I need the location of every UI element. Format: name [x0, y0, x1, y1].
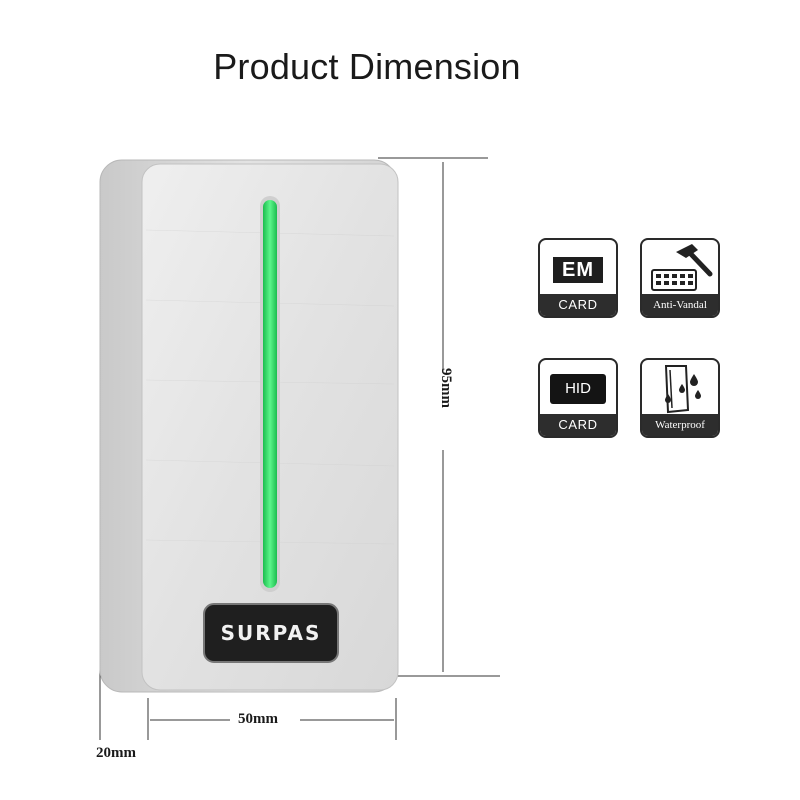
brand-logo: SURPAS [220, 621, 322, 645]
card-reader-device [99, 159, 399, 693]
brand-plate [203, 603, 339, 663]
anti-vandal-badge: Anti-Vandal [640, 238, 720, 318]
em-card-badge: EM CARD [538, 238, 618, 318]
feature-label: CARD [540, 414, 616, 436]
depth-dimension-label: 20mm [96, 745, 136, 761]
waterproof-badge: Waterproof [640, 358, 720, 438]
em-card-icon: EM [553, 257, 603, 283]
hid-card-icon: HID [550, 374, 606, 404]
page-title: Product Dimension [213, 46, 521, 87]
feature-label: CARD [540, 294, 616, 316]
dimension-lines [99, 157, 500, 740]
feature-label: Anti-Vandal [642, 294, 718, 316]
feature-label: Waterproof [642, 414, 718, 436]
hammer-keypad-icon [651, 244, 713, 291]
height-dimension-label: 95mm [438, 368, 454, 408]
width-dimension-label: 50mm [238, 711, 278, 727]
water-drops-icon [664, 365, 701, 414]
hid-card-badge: HID CARD [538, 358, 618, 438]
